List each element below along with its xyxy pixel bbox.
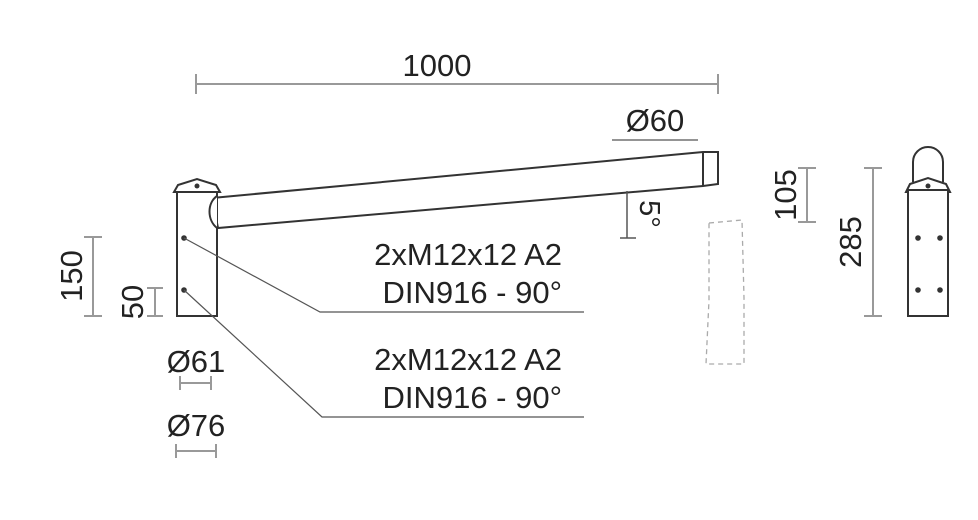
bracket [172,177,222,317]
bracket-height-label: 150 [54,250,89,302]
inner-diameter-dimension [179,376,212,390]
leader-lines [183,237,584,418]
side-bolt-hole-4 [937,287,943,293]
angle-indicator [620,191,636,239]
side-bolt-hole-2 [937,235,943,241]
leader-line-upper [183,237,584,313]
callout-lower-line2: DIN916 - 90° [382,380,562,415]
side-bolt-hole-3 [915,287,921,293]
side-bolt-spacing-label: 105 [768,169,803,221]
side-view-bracket [904,146,952,317]
height-dimension [84,236,102,317]
side-bolt-spacing-dimension [798,167,816,223]
side-cap-screw-icon [925,183,931,189]
callout-upper-line1: 2xM12x12 A2 [374,237,562,272]
bracket-arm-joint [208,195,218,229]
length-label: 1000 [403,48,472,83]
callout-upper-line2: DIN916 - 90° [382,275,562,310]
side-bolt-hole-1 [915,235,921,241]
bolt-spacing-label: 50 [115,285,150,319]
bolt-spacing-dimension [147,287,163,317]
cap-screw-icon [194,183,200,189]
leader-line-lower [183,289,584,418]
length-dimension [195,74,719,94]
angle-label: 5° [633,200,665,228]
outer-diameter-label: Ø76 [167,408,226,443]
side-view-body [907,189,949,317]
side-height-label: 285 [833,216,868,268]
tube-diameter-label: Ø60 [626,103,685,138]
side-height-dimension [864,167,882,317]
inner-diameter-label: Ø61 [167,344,226,379]
side-view-cap-dome [912,146,944,182]
callout-lower-line1: 2xM12x12 A2 [374,342,562,377]
outer-diameter-dimension [175,444,217,458]
pole-outline-dashed [705,219,745,365]
